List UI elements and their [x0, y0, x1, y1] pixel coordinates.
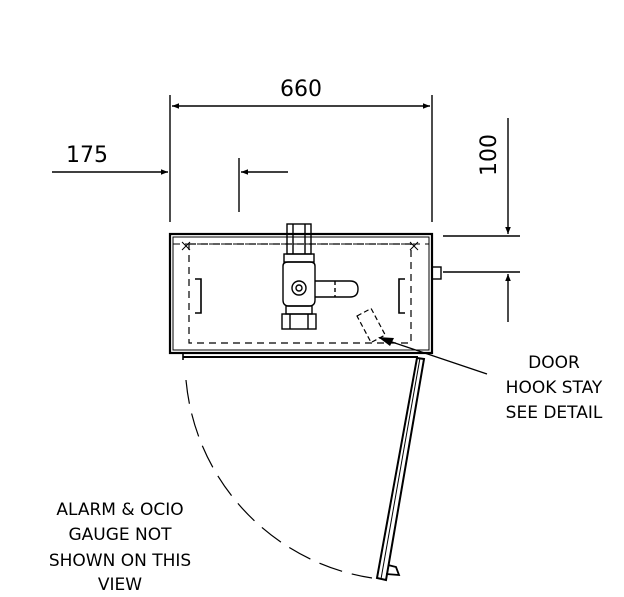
corner-bracket-right: [409, 241, 419, 251]
dimension-label-660: 660: [280, 77, 322, 102]
note-alarm-line-2: GAUGE NOT: [68, 525, 172, 545]
note-alarm-line-1: ALARM & OCIO: [56, 500, 183, 520]
cabinet-outline: [168, 232, 434, 355]
dimension-100: [443, 118, 520, 322]
door-panel-inner: [380, 357, 421, 580]
note-alarm: ALARM & OCIO GAUGE NOT SHOWN ON THIS VIE…: [49, 500, 191, 595]
door-panel: [375, 356, 426, 582]
hidden-inner-box: [188, 243, 412, 344]
handle-left: [195, 278, 202, 314]
note-door-hook-line-2: HOOK STAY: [506, 378, 603, 398]
note-alarm-line-4: VIEW: [98, 575, 142, 595]
valve-flange-bottom: [285, 305, 313, 315]
valve-flange-top: [283, 253, 315, 263]
note-door-hook-line-3: SEE DETAIL: [506, 403, 603, 423]
valve-body: [282, 261, 316, 307]
valve-port: [291, 280, 307, 296]
note-alarm-line-3: SHOWN ON THIS: [49, 551, 191, 571]
valve-port-inner: [295, 284, 303, 292]
side-nozzle: [431, 266, 442, 280]
door-knob: [385, 564, 401, 577]
note-door-hook-line-1: DOOR: [528, 353, 580, 373]
note-door-hook: DOOR HOOK STAY SEE DETAIL: [506, 353, 603, 423]
swing-door: [185, 356, 426, 582]
cabinet-inner-line: [172, 236, 430, 351]
dimension-175: [52, 158, 288, 212]
dimension-660: [169, 95, 433, 222]
handle-right: [398, 278, 405, 314]
corner-bracket-left: [181, 241, 191, 251]
hook-stay-leader-arrow: [378, 337, 394, 346]
dimension-label-100: 100: [477, 134, 502, 176]
dimension-label-175: 175: [66, 143, 108, 168]
valve-outlet: [281, 313, 317, 330]
cabinet: [168, 232, 442, 360]
valve-lever: [315, 280, 359, 298]
valve-assembly: [281, 223, 359, 330]
hook-stay-leader: [379, 337, 488, 375]
door-swing-arc: [185, 379, 373, 579]
door-hook-stay: [356, 307, 488, 375]
valve-stem-top: [286, 223, 312, 255]
